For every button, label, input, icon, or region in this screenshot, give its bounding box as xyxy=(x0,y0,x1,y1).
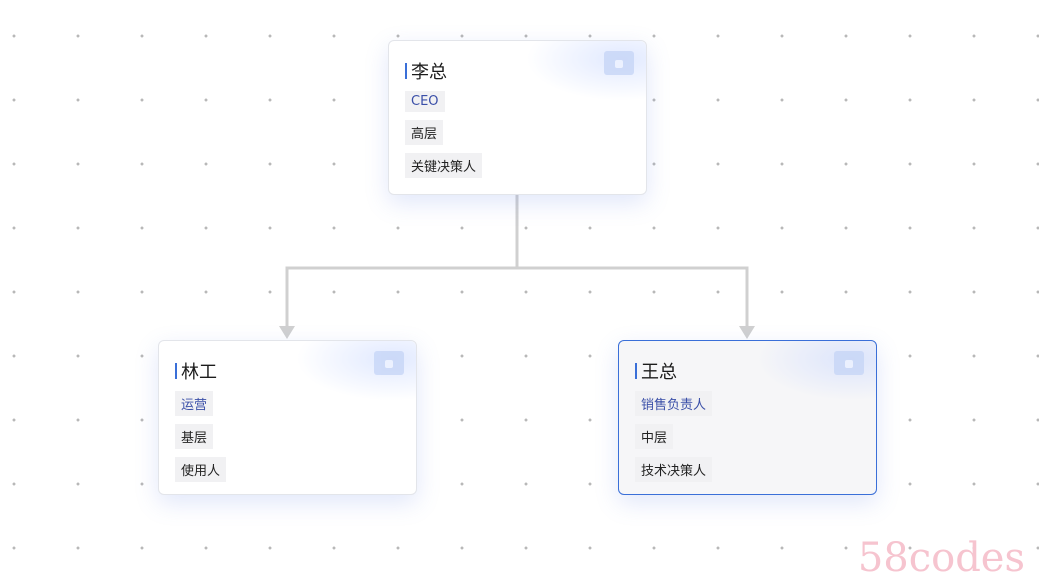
org-node-wang[interactable]: 王总 销售负责人 中层 技术决策人 xyxy=(618,340,877,495)
edge-root-to-wang xyxy=(517,266,749,328)
node-title: 王总 xyxy=(635,359,860,383)
tag-position: CEO xyxy=(405,91,445,112)
arrow-wang xyxy=(739,326,755,339)
node-title: 李总 xyxy=(405,59,630,83)
tag-position: 销售负责人 xyxy=(635,391,713,416)
org-node-lin[interactable]: 林工 运营 基层 使用人 xyxy=(158,340,417,495)
node-title: 林工 xyxy=(175,359,400,383)
tag-role: 使用人 xyxy=(175,457,227,482)
edge-root-to-lin xyxy=(285,195,519,328)
tag-level: 中层 xyxy=(635,424,674,449)
org-node-li[interactable]: 李总 CEO 高层 关键决策人 xyxy=(388,40,647,195)
tag-role: 技术决策人 xyxy=(635,457,713,482)
tag-role: 关键决策人 xyxy=(405,153,483,178)
arrow-lin xyxy=(279,326,295,339)
tag-level: 基层 xyxy=(175,424,214,449)
tag-position: 运营 xyxy=(175,391,214,416)
tag-level: 高层 xyxy=(405,120,444,145)
watermark: 58codes xyxy=(857,535,1025,581)
